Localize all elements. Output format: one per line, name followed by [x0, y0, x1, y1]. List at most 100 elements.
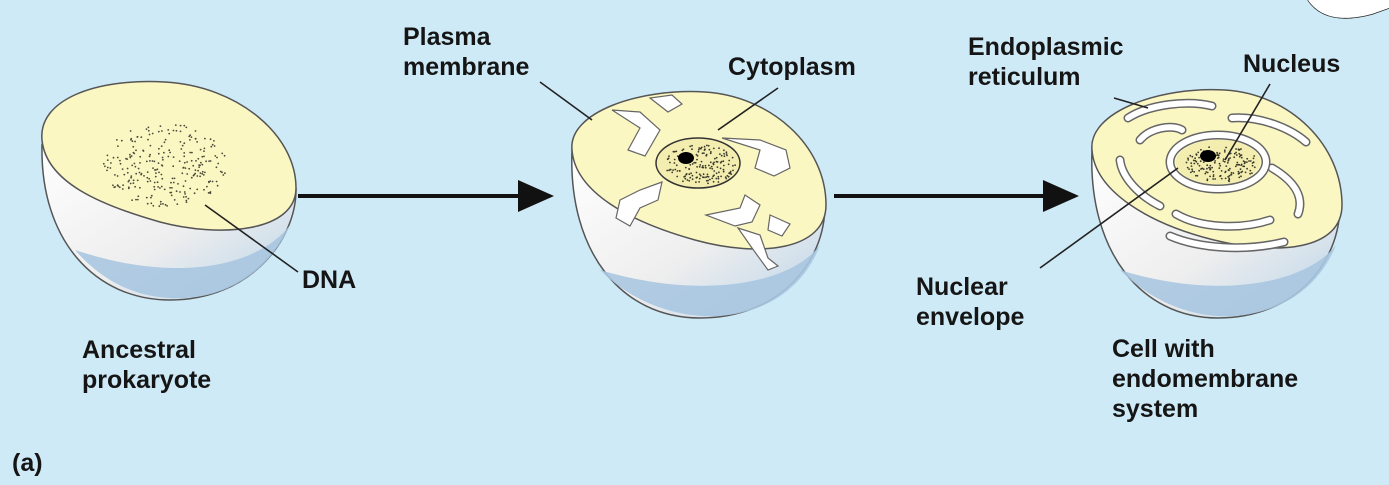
dna-dot	[690, 172, 692, 174]
dna-dot	[173, 182, 175, 184]
dna-dot	[224, 172, 226, 174]
dna-dot	[160, 125, 162, 127]
dna-dot	[150, 180, 152, 182]
dna-dot	[182, 145, 184, 147]
dna-dot	[147, 139, 149, 141]
dna-dot	[169, 152, 171, 154]
dna-dot	[1200, 160, 1202, 162]
dna-dot	[668, 157, 670, 159]
dna-dot	[150, 202, 152, 204]
dna-dot	[112, 184, 114, 186]
dna-dot	[165, 204, 167, 206]
dna-dot	[714, 158, 716, 160]
dna-dot	[210, 146, 212, 148]
dna-dot	[209, 192, 211, 194]
dna-dot	[708, 176, 710, 178]
dna-dot	[130, 130, 132, 132]
dna-dot	[134, 163, 136, 165]
dna-dot	[122, 168, 124, 170]
dna-dot	[1211, 167, 1213, 169]
dna-dot	[732, 157, 734, 159]
dna-dot	[195, 130, 197, 132]
dna-dot	[174, 178, 176, 180]
dna-dot	[177, 183, 179, 185]
dna-region	[656, 138, 740, 188]
dna-dot	[107, 167, 109, 169]
dna-dot	[1193, 160, 1195, 162]
dna-dot	[1207, 172, 1209, 174]
dna-dot	[726, 151, 728, 153]
dna-dot	[1214, 160, 1216, 162]
dna-dot	[200, 149, 202, 151]
dna-dot	[184, 191, 186, 193]
dna-dot	[718, 178, 720, 180]
plasma-membrane-leader-line	[540, 82, 592, 120]
dna-dot	[1197, 163, 1199, 165]
dna-dot	[692, 178, 694, 180]
dna-dot	[152, 205, 154, 207]
dna-dot	[151, 195, 153, 197]
dna-dot	[133, 179, 135, 181]
dna-dot	[183, 125, 185, 127]
dna-dot	[710, 151, 712, 153]
dna-dot	[1225, 165, 1227, 167]
dna-dot	[1194, 157, 1196, 159]
dna-dot	[718, 147, 720, 149]
dna-dot	[185, 180, 187, 182]
dna-dot	[119, 186, 121, 188]
dna-dot	[1202, 168, 1204, 170]
dna-dot	[719, 153, 721, 155]
dna-dot	[1191, 156, 1193, 158]
dna-dot	[168, 133, 170, 135]
dna-dot	[713, 170, 715, 172]
dna-dot	[1254, 166, 1256, 168]
dna-dot	[1238, 171, 1240, 173]
dna-dot	[154, 161, 156, 163]
dna-dot	[699, 166, 701, 168]
dna-dot	[715, 178, 717, 180]
dna-dot	[173, 130, 175, 132]
dna-dot	[158, 148, 160, 150]
dna-dot	[704, 148, 706, 150]
dna-dot	[676, 164, 678, 166]
dna-dot	[1240, 175, 1242, 177]
dna-dot	[174, 199, 176, 201]
dna-dot	[148, 178, 150, 180]
dna-dot	[170, 182, 172, 184]
dna-dot	[723, 171, 725, 173]
dna-dot	[683, 176, 685, 178]
dna-dot	[708, 165, 710, 167]
dna-dot	[217, 185, 219, 187]
dna-dot	[142, 150, 144, 152]
dna-dot	[1216, 154, 1218, 156]
dna-dot	[136, 136, 138, 138]
dna-dot	[194, 192, 196, 194]
dna-dot	[197, 170, 199, 172]
dna-dot	[1206, 168, 1208, 170]
dna-dot	[106, 170, 108, 172]
dna-dot	[1231, 172, 1233, 174]
dna-dot	[160, 203, 162, 205]
dna-dot	[110, 162, 112, 164]
dna-dot	[203, 150, 205, 152]
dna-dot	[675, 151, 677, 153]
dna-dot	[130, 139, 132, 141]
dna-dot	[188, 168, 190, 170]
dna-dot	[1220, 175, 1222, 177]
dna-dot	[1233, 156, 1235, 158]
dna-dot	[192, 165, 194, 167]
dna-dot	[162, 159, 164, 161]
dna-dot	[1190, 162, 1192, 164]
dna-dot	[164, 141, 166, 143]
dna-dot	[1187, 159, 1189, 161]
ancestral-prokaryote-cell	[42, 82, 298, 300]
dna-dot	[140, 136, 142, 138]
dna-dot	[162, 157, 164, 159]
dna-dot	[718, 171, 720, 173]
dna-dot	[185, 200, 187, 202]
label-endoplasmic-reticulum: Endoplasmic reticulum	[968, 32, 1124, 92]
dna-dot	[706, 154, 708, 156]
dna-dot	[122, 188, 124, 190]
dna-dot	[689, 177, 691, 179]
dna-dot	[206, 186, 208, 188]
